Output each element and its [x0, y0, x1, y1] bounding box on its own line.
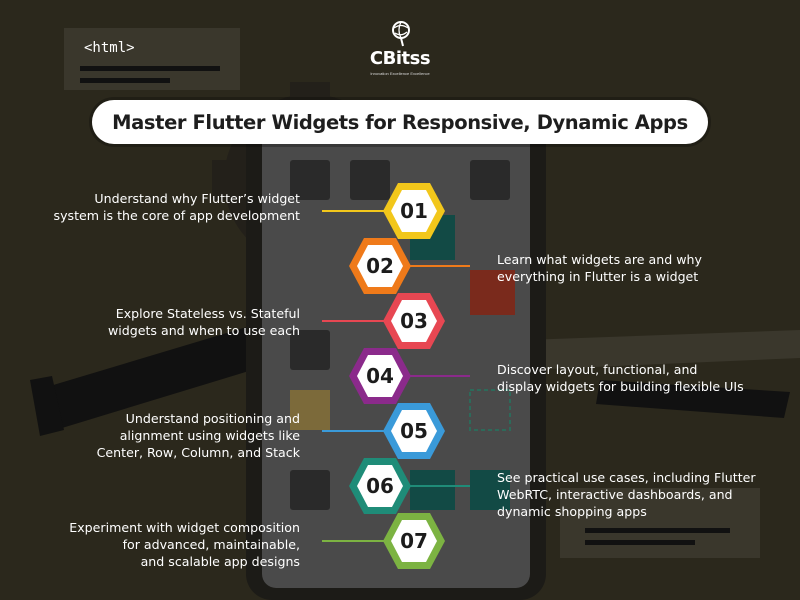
step-06-description: See practical use cases, including Flutt… — [497, 469, 756, 520]
step-01-description: Understand why Flutter’s widget system is… — [54, 190, 300, 224]
step-number: 05 — [400, 419, 428, 443]
description-line: See practical use cases, including Flutt… — [497, 470, 756, 485]
description-line: Understand why Flutter’s widget — [94, 191, 300, 206]
title-banner: Master Flutter Widgets for Responsive, D… — [92, 100, 708, 144]
description-line: WebRTC, interactive dashboards, and — [497, 487, 733, 502]
hexagon-shape — [383, 403, 445, 459]
description-line: Discover layout, functional, and — [497, 362, 698, 377]
step-04-hexagon: 04 — [348, 347, 412, 405]
step-04-connector — [410, 375, 470, 377]
step-number: 06 — [366, 474, 394, 498]
step-number: 01 — [400, 199, 428, 223]
hexagon-shape — [349, 238, 411, 294]
description-line: dynamic shopping apps — [497, 504, 647, 519]
description-line: Center, Row, Column, and Stack — [96, 445, 300, 460]
step-01-connector — [322, 210, 384, 212]
page-title: Master Flutter Widgets for Responsive, D… — [112, 110, 688, 134]
hexagon-shape — [383, 183, 445, 239]
description-line: widgets and when to use each — [107, 323, 300, 338]
description-line: Understand positioning and — [125, 411, 300, 426]
step-02-description: Learn what widgets are and why everything… — [497, 251, 702, 285]
step-05-connector — [322, 430, 384, 432]
description-line: Explore Stateless vs. Stateful — [115, 306, 300, 321]
step-04-description: Discover layout, functional, and display … — [497, 361, 744, 395]
step-06-hexagon: 06 — [348, 457, 412, 515]
description-line: alignment using widgets like — [119, 428, 300, 443]
hexagon-shape — [383, 293, 445, 349]
step-number: 04 — [366, 364, 394, 388]
step-06-connector — [410, 485, 470, 487]
hexagon-shape — [349, 348, 411, 404]
step-03-description: Explore Stateless vs. Stateful widgets an… — [108, 305, 300, 339]
step-03-connector — [322, 320, 384, 322]
code-window-bottom-illustration — [560, 488, 760, 558]
step-02-connector — [410, 265, 470, 267]
description-line: Experiment with widget composition — [69, 520, 300, 535]
description-line: display widgets for building flexible UI… — [497, 379, 744, 394]
description-line: and scalable app designs — [140, 554, 300, 569]
logo-tagline: Innovation Excellence Excellence — [370, 71, 430, 76]
step-05-hexagon: 05 — [382, 402, 446, 460]
brand-logo: CBitss Innovation Excellence Excellence — [360, 18, 440, 82]
globe-icon — [392, 21, 410, 47]
step-05-description: Understand positioning and alignment usin… — [97, 410, 300, 461]
description-line: Learn what widgets are and why — [497, 252, 702, 267]
step-07-hexagon: 07 — [382, 512, 446, 570]
logo-name: CBitss — [369, 48, 431, 69]
hexagon-shape — [383, 513, 445, 569]
step-number: 07 — [400, 529, 428, 553]
description-line: system is the core of app development — [53, 208, 300, 223]
step-07-connector — [322, 540, 384, 542]
step-03-hexagon: 03 — [382, 292, 446, 350]
wrench-illustration — [30, 320, 285, 436]
step-number: 02 — [366, 254, 394, 278]
hexagon-shape — [349, 458, 411, 514]
code-tag-text: <html> — [84, 40, 135, 56]
screwdriver-illustration — [470, 330, 800, 418]
step-01-hexagon: 01 — [382, 182, 446, 240]
step-02-hexagon: 02 — [348, 237, 412, 295]
step-number: 03 — [400, 309, 428, 333]
description-line: for advanced, maintainable, — [122, 537, 300, 552]
code-window-illustration — [64, 28, 240, 90]
step-07-description: Experiment with widget composition for ad… — [69, 519, 300, 570]
description-line: everything in Flutter is a widget — [497, 269, 699, 284]
